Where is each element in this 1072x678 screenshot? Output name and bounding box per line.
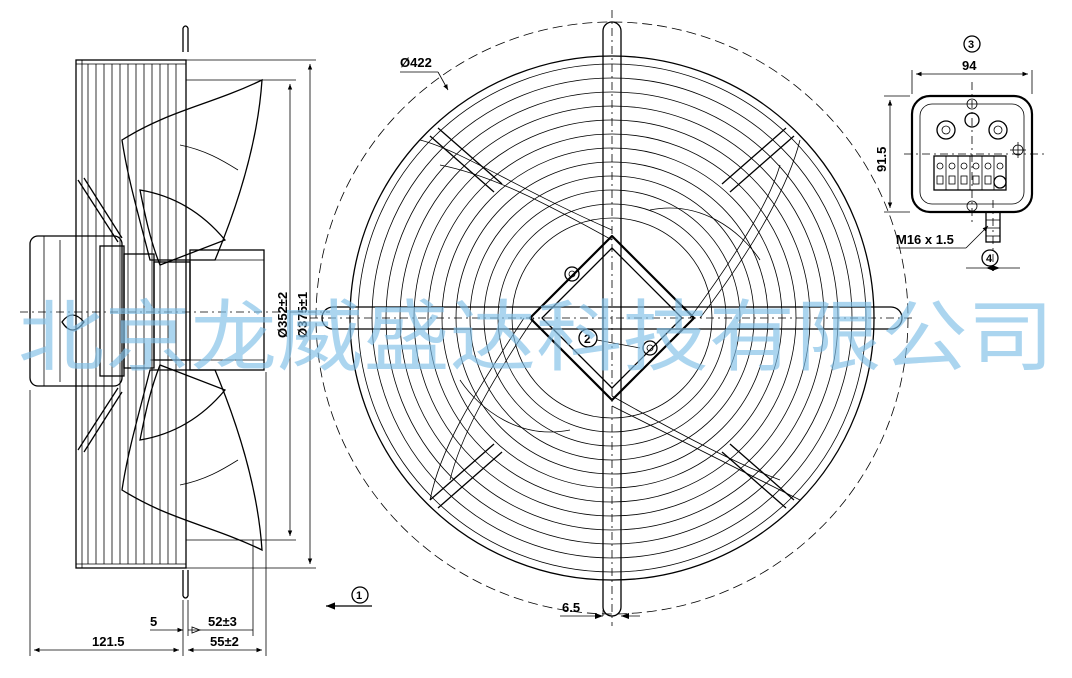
callout-1-group: 1 bbox=[326, 586, 372, 610]
company-watermark: 北京龙威盛达科技有限公司 bbox=[18, 293, 1054, 383]
dim-352 bbox=[186, 79, 296, 541]
fan-blades-side bbox=[121, 78, 265, 552]
callout-3: 3 bbox=[968, 39, 974, 51]
front-view: Ø422 6.5 2 bbox=[310, 10, 914, 626]
label-width-5: 5 bbox=[150, 614, 157, 629]
label-box-width: 94 bbox=[962, 58, 977, 73]
terminal-box: 3 94 91.5 bbox=[874, 35, 1044, 272]
callout-2: 2 bbox=[584, 332, 591, 346]
label-width-52: 52±3 bbox=[208, 614, 237, 629]
fan-blades-front bbox=[419, 139, 801, 501]
label-width-55: 55±2 bbox=[210, 634, 239, 649]
guard-bars-side bbox=[75, 59, 187, 569]
label-cable-gland: M16 x 1.5 bbox=[896, 232, 954, 247]
callout-4: 4 bbox=[986, 253, 993, 265]
label-diameter-375: Ø375±1 bbox=[295, 292, 310, 338]
motor-body-side bbox=[29, 235, 191, 387]
callout-2-circle bbox=[578, 328, 598, 348]
side-view: Ø352±2 Ø375±1 121.5 5 52±3 55±2 bbox=[20, 25, 330, 656]
label-width-121-5: 121.5 bbox=[92, 634, 125, 649]
callout-1: 1 bbox=[356, 590, 362, 602]
label-outer-diameter: Ø422 bbox=[400, 55, 432, 70]
dim-375 bbox=[186, 59, 316, 569]
label-diameter-352: Ø352±2 bbox=[275, 292, 290, 338]
label-width-6-5: 6.5 bbox=[562, 600, 580, 615]
label-box-height: 91.5 bbox=[874, 147, 889, 172]
